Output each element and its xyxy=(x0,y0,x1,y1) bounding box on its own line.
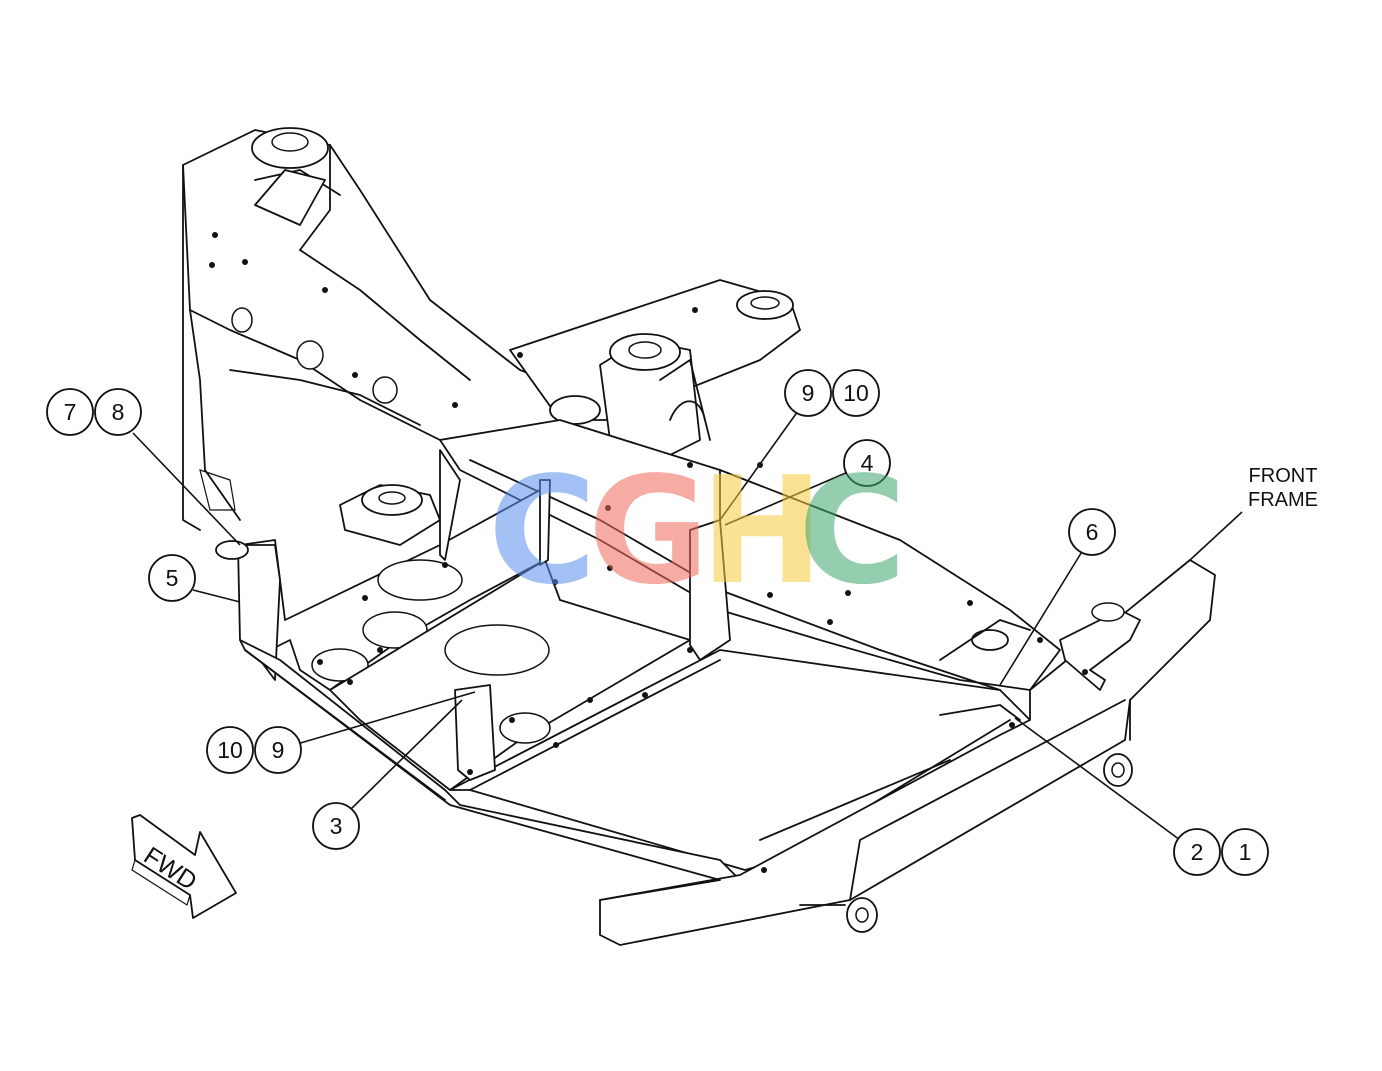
svg-text:1: 1 xyxy=(1239,839,1252,865)
frame-drawing xyxy=(182,127,1216,946)
watermark-logo: C G H C xyxy=(488,445,907,617)
svg-text:9: 9 xyxy=(272,737,285,763)
callout-7: 7 xyxy=(46,388,94,436)
callout-9-top: 9 xyxy=(784,369,832,417)
watermark-letter-2: G xyxy=(588,445,709,617)
callout-4: 4 xyxy=(843,439,891,487)
svg-text:9: 9 xyxy=(802,380,815,406)
leader-lines xyxy=(132,410,1243,841)
svg-text:10: 10 xyxy=(217,737,243,763)
svg-text:6: 6 xyxy=(1086,519,1099,545)
fastener-dots xyxy=(209,232,1088,873)
callout-6: 6 xyxy=(1068,508,1116,556)
callout-8: 8 xyxy=(94,388,142,436)
callout-10-left: 10 xyxy=(206,726,254,774)
front-frame-label-line1: FRONT xyxy=(1249,465,1318,487)
svg-text:5: 5 xyxy=(166,565,179,591)
watermark-letter-3: H xyxy=(700,445,824,617)
callout-2: 2 xyxy=(1173,828,1221,876)
watermark-letter-4: C xyxy=(798,445,907,617)
front-frame-label-line2: FRAME xyxy=(1248,489,1318,511)
callout-10-top: 10 xyxy=(832,369,880,417)
svg-text:10: 10 xyxy=(843,380,869,406)
callout-1: 1 xyxy=(1221,828,1269,876)
callout-9-left: 9 xyxy=(254,726,302,774)
svg-text:4: 4 xyxy=(861,450,874,476)
svg-text:3: 3 xyxy=(330,813,343,839)
callout-5: 5 xyxy=(148,554,196,602)
svg-text:2: 2 xyxy=(1191,839,1204,865)
svg-text:8: 8 xyxy=(112,399,125,425)
fwd-arrow-icon: FWD xyxy=(131,814,237,919)
callout-3: 3 xyxy=(312,802,360,850)
svg-text:7: 7 xyxy=(64,399,77,425)
watermark-letter-1: C xyxy=(488,445,597,617)
